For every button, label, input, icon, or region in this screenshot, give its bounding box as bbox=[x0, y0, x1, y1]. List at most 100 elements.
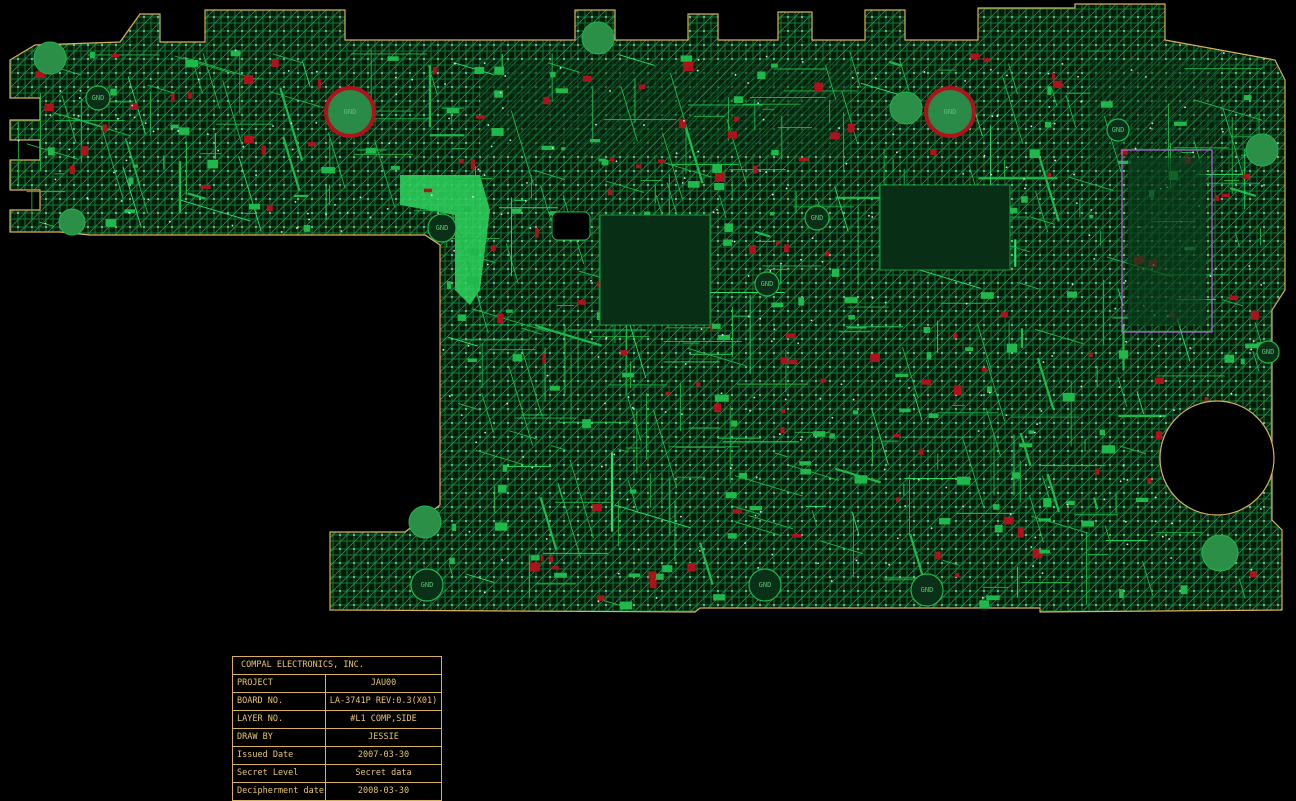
component-footprint[interactable] bbox=[854, 475, 868, 484]
component-footprint[interactable] bbox=[89, 51, 95, 59]
component-footprint[interactable] bbox=[622, 372, 634, 378]
component-footprint[interactable] bbox=[749, 506, 762, 511]
component-footprint[interactable] bbox=[1006, 343, 1018, 353]
component-footprint[interactable] bbox=[549, 211, 558, 216]
smd-pad[interactable] bbox=[970, 53, 980, 60]
smd-pad[interactable] bbox=[1032, 549, 1043, 559]
component-footprint[interactable] bbox=[986, 386, 993, 393]
smd-pad[interactable] bbox=[433, 66, 437, 75]
smd-pad[interactable] bbox=[954, 573, 960, 577]
component-footprint[interactable] bbox=[1245, 343, 1259, 349]
component-footprint[interactable] bbox=[965, 347, 974, 352]
smd-pad[interactable] bbox=[69, 166, 75, 175]
component-footprint[interactable] bbox=[390, 165, 400, 170]
smd-pad[interactable] bbox=[271, 59, 279, 68]
component-footprint[interactable] bbox=[47, 147, 55, 156]
component-footprint[interactable] bbox=[1029, 149, 1040, 159]
component-footprint[interactable] bbox=[474, 66, 485, 75]
component-footprint[interactable] bbox=[895, 373, 909, 377]
gnd-hole[interactable]: GND bbox=[85, 85, 111, 111]
smd-pad[interactable] bbox=[200, 184, 211, 189]
component-footprint[interactable] bbox=[757, 71, 766, 80]
smd-pad[interactable] bbox=[597, 595, 605, 601]
smd-pad[interactable] bbox=[710, 323, 714, 331]
component-footprint[interactable] bbox=[1119, 589, 1124, 599]
mounting-hole[interactable] bbox=[1201, 534, 1239, 572]
smd-pad[interactable] bbox=[792, 534, 802, 538]
bga-chip[interactable] bbox=[1121, 149, 1213, 333]
smd-pad[interactable] bbox=[497, 313, 504, 324]
component-footprint[interactable] bbox=[1243, 95, 1252, 101]
smd-pad[interactable] bbox=[870, 354, 880, 362]
smd-pad[interactable] bbox=[981, 367, 987, 372]
smd-pad[interactable] bbox=[267, 204, 273, 212]
component-footprint[interactable] bbox=[771, 302, 784, 308]
component-footprint[interactable] bbox=[1101, 101, 1113, 108]
component-footprint[interactable] bbox=[132, 164, 138, 168]
gnd-hole[interactable]: GND bbox=[1256, 340, 1280, 364]
component-footprint[interactable] bbox=[662, 565, 673, 573]
smd-pad[interactable] bbox=[714, 172, 725, 182]
component-footprint[interactable] bbox=[110, 88, 117, 96]
component-footprint[interactable] bbox=[831, 268, 840, 277]
component-footprint[interactable] bbox=[1044, 121, 1052, 128]
gnd-hole[interactable]: GND bbox=[748, 568, 782, 602]
component-footprint[interactable] bbox=[530, 555, 540, 561]
component-footprint[interactable] bbox=[1019, 443, 1033, 448]
smd-pad[interactable] bbox=[657, 159, 665, 164]
smd-pad[interactable] bbox=[1003, 517, 1014, 525]
component-footprint[interactable] bbox=[733, 96, 744, 103]
smd-pad[interactable] bbox=[81, 146, 89, 156]
component-footprint[interactable] bbox=[926, 351, 932, 360]
component-footprint[interactable] bbox=[582, 419, 591, 429]
smd-pad[interactable] bbox=[1249, 571, 1257, 578]
component-footprint[interactable] bbox=[549, 385, 560, 391]
component-footprint[interactable] bbox=[717, 334, 731, 341]
component-footprint[interactable] bbox=[1081, 520, 1095, 527]
smd-pad[interactable] bbox=[1095, 468, 1100, 475]
component-footprint[interactable] bbox=[714, 394, 729, 402]
component-footprint[interactable] bbox=[550, 71, 556, 78]
component-footprint[interactable] bbox=[105, 219, 117, 227]
component-footprint[interactable] bbox=[994, 524, 1003, 533]
component-footprint[interactable] bbox=[1028, 430, 1035, 434]
smd-pad[interactable] bbox=[1051, 72, 1055, 79]
component-footprint[interactable] bbox=[457, 314, 467, 321]
mounting-hole[interactable] bbox=[889, 91, 923, 125]
component-footprint[interactable] bbox=[1012, 472, 1021, 479]
smd-pad[interactable] bbox=[727, 130, 737, 139]
smd-pad[interactable] bbox=[620, 350, 628, 356]
component-footprint[interactable] bbox=[798, 297, 805, 306]
component-footprint[interactable] bbox=[170, 124, 179, 129]
component-footprint[interactable] bbox=[451, 523, 457, 531]
smd-pad[interactable] bbox=[784, 244, 789, 253]
component-footprint[interactable] bbox=[939, 518, 951, 525]
component-footprint[interactable] bbox=[799, 461, 811, 466]
component-footprint[interactable] bbox=[1021, 196, 1028, 203]
smd-pad[interactable] bbox=[781, 409, 786, 414]
component-footprint[interactable] bbox=[494, 66, 505, 75]
smd-pad[interactable] bbox=[1088, 352, 1093, 358]
mounting-hole[interactable] bbox=[408, 505, 442, 539]
component-footprint[interactable] bbox=[1062, 392, 1075, 402]
component-footprint[interactable] bbox=[628, 573, 641, 578]
component-footprint[interactable] bbox=[852, 410, 859, 415]
smd-pad[interactable] bbox=[102, 124, 108, 132]
smd-pad[interactable] bbox=[597, 281, 602, 288]
component-footprint[interactable] bbox=[800, 468, 811, 475]
smd-pad[interactable] bbox=[1147, 477, 1152, 484]
component-footprint[interactable] bbox=[1118, 160, 1132, 165]
component-footprint[interactable] bbox=[601, 159, 609, 166]
smd-pad[interactable] bbox=[542, 353, 546, 364]
component-footprint[interactable] bbox=[466, 277, 480, 285]
mounting-hole[interactable] bbox=[581, 21, 615, 55]
component-footprint[interactable] bbox=[124, 209, 135, 213]
smd-pad[interactable] bbox=[1221, 193, 1230, 198]
smd-pad[interactable] bbox=[1250, 310, 1259, 320]
smd-pad[interactable] bbox=[583, 75, 592, 82]
smd-pad[interactable] bbox=[244, 135, 254, 144]
gnd-hole[interactable]: GND bbox=[410, 568, 444, 602]
smd-pad[interactable] bbox=[695, 382, 701, 387]
smd-pad[interactable] bbox=[1155, 431, 1163, 440]
smd-pad[interactable] bbox=[171, 93, 175, 103]
